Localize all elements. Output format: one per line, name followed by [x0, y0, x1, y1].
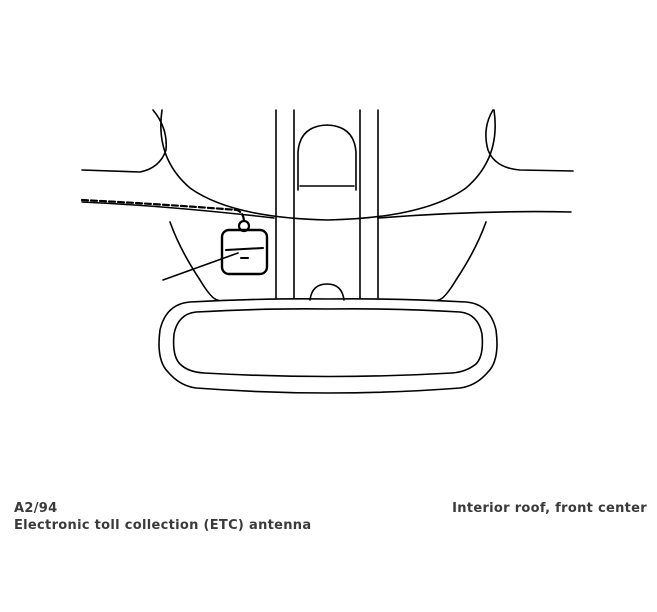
sensor-window: [297, 124, 357, 191]
antenna-cable-dashed: [80, 198, 246, 224]
left-trim-line: [81, 109, 168, 173]
figure-description: Electronic toll collection (ETC) antenna: [14, 518, 312, 533]
leader-line: [162, 252, 239, 281]
right-trim-line: [485, 109, 574, 172]
lower-console-left: [169, 221, 219, 301]
mirror-stem: [309, 283, 345, 301]
figure-code: A2/94: [14, 501, 58, 516]
etc-antenna-illustration: [80, 109, 574, 394]
roof-console-outline: [160, 109, 496, 221]
windshield-edge-right: [377, 210, 572, 219]
component-location: Interior roof, front center: [452, 501, 647, 516]
antenna-module-detail: [225, 247, 264, 251]
windshield-edge-left: [81, 201, 275, 219]
rearview-mirror-outer: [158, 298, 498, 394]
antenna-module: [220, 228, 269, 276]
rearview-mirror-glass: [172, 308, 484, 378]
lower-console-right: [437, 221, 487, 301]
